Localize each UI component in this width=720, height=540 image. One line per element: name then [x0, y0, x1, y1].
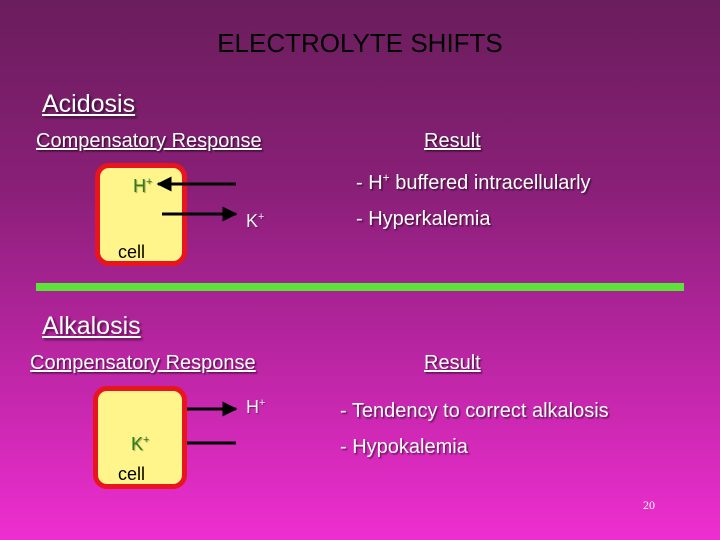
alkalosis-cell	[93, 386, 187, 489]
alkalosis-cell-label: cell	[118, 464, 146, 484]
acidosis-result-1: - H+ buffered intracellularly	[356, 170, 591, 194]
alkalosis-result-heading: Result	[424, 352, 481, 374]
section-divider	[36, 283, 684, 291]
alkalosis-k-ion: K+	[131, 434, 150, 454]
alkalosis-h-ion: H+	[246, 397, 266, 417]
acidosis-result-2: - Hyperkalemia	[356, 208, 491, 230]
acidosis-compensatory-heading: Compensatory Response	[36, 130, 262, 152]
acidosis-cell-label: cell	[118, 242, 146, 262]
acidosis-h-ion: H+	[133, 176, 153, 196]
alkalosis-result-1: - Tendency to correct alkalosis	[340, 400, 609, 422]
slide-title: ELECTROLYTE SHIFTS	[217, 28, 503, 58]
page-number: 20	[643, 498, 655, 512]
alkalosis-heading: Alkalosis	[42, 312, 141, 340]
alkalosis-result-2: - Hypokalemia	[340, 436, 468, 458]
alkalosis-compensatory-heading: Compensatory Response	[30, 352, 256, 374]
acidosis-heading: Acidosis	[42, 90, 136, 118]
acidosis-k-ion: K+	[246, 211, 265, 231]
acidosis-result-heading: Result	[424, 130, 481, 152]
